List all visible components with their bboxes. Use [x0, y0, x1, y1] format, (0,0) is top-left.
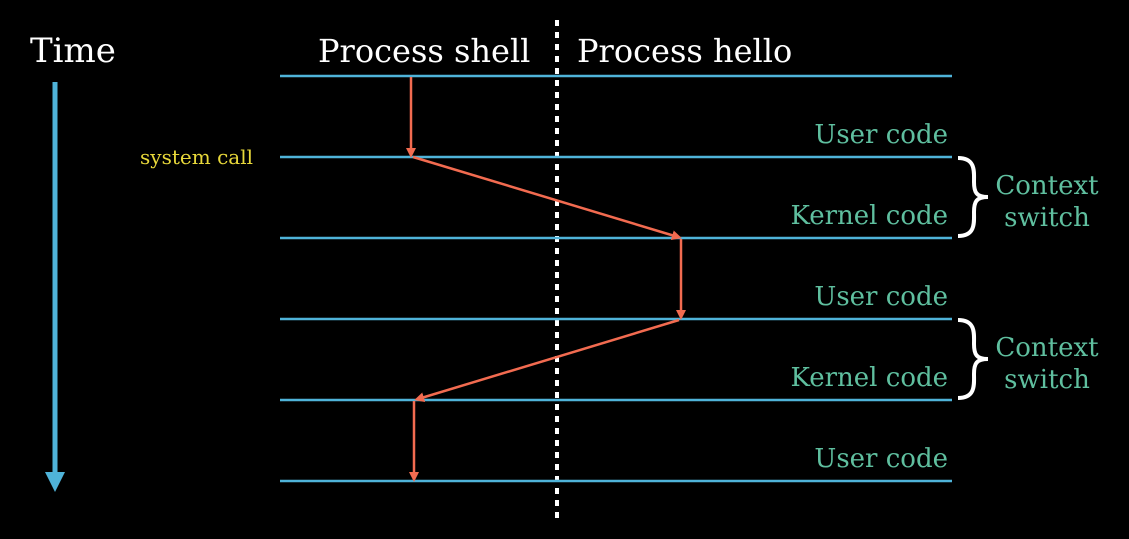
level-label-user-1: User code — [814, 120, 948, 150]
process-hello-label: Process hello — [577, 32, 792, 70]
flow-arrow-hello-to-kernel — [414, 318, 680, 403]
context-switch-2-line2: switch — [1004, 365, 1090, 395]
process-shell-label: Process shell — [318, 32, 530, 70]
time-label: Time — [30, 31, 116, 71]
context-switch-1-line1: Context — [995, 171, 1099, 201]
flow-arrow-syscall-to-kernel — [412, 155, 682, 241]
system-call-label: system call — [140, 145, 253, 169]
context-switch-2-line1: Context — [995, 333, 1099, 363]
level-label-user-2: User code — [814, 282, 948, 312]
context-switch-brace-2 — [957, 318, 989, 400]
time-arrow-head — [45, 472, 65, 492]
level-label-kernel-2: Kernel code — [791, 363, 949, 393]
level-label-user-3: User code — [814, 444, 948, 474]
context-switch-1-line2: switch — [1004, 203, 1090, 233]
level-label-kernel-1: Kernel code — [791, 201, 949, 231]
context-switch-brace-1 — [957, 156, 989, 238]
